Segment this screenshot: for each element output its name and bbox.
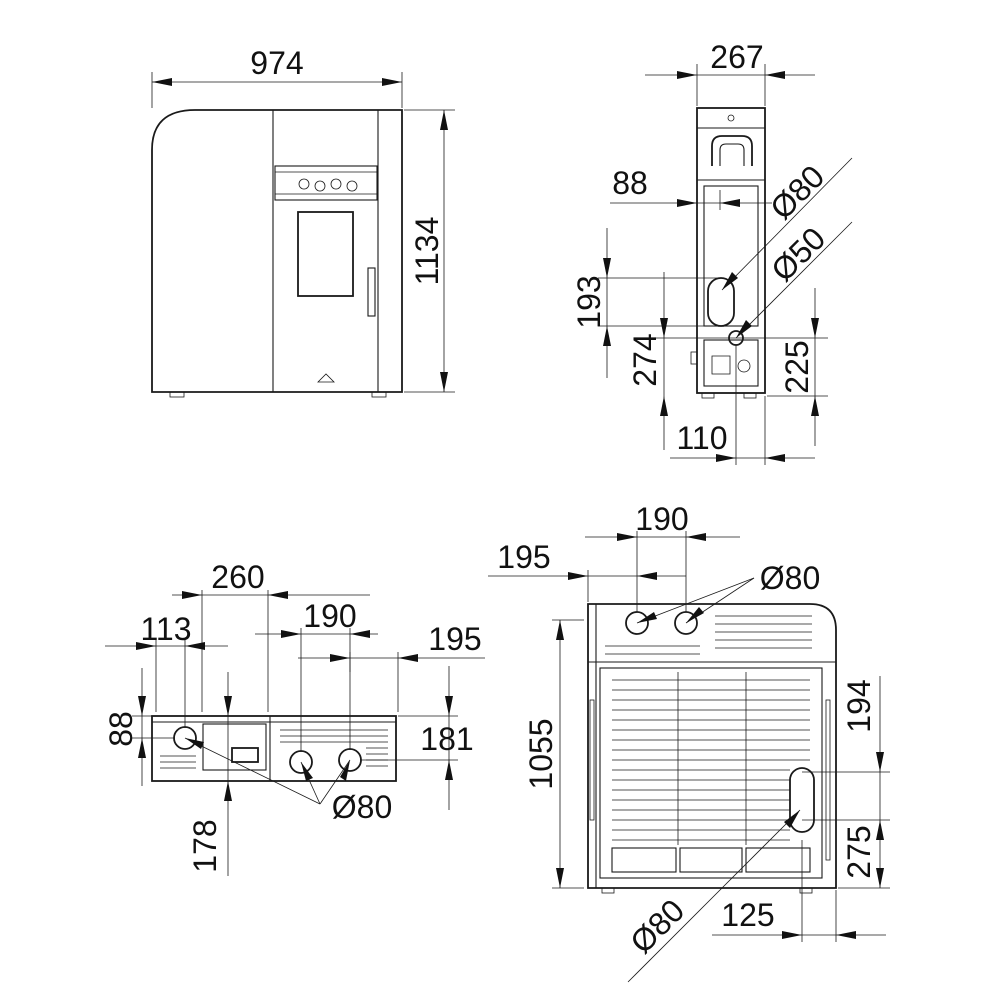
back-125-text: 125 [721,897,774,933]
front-glass-window [297,211,354,297]
back-194-text: 194 [841,679,877,732]
dim-top-190: 190 [255,598,378,752]
back-195-text: 195 [497,539,550,575]
top-190-text: 190 [303,598,356,634]
side-body-outline [696,107,766,394]
dim-side-dia50: Ø50 [735,220,853,339]
front-body-outline [151,109,403,393]
dim-back-194: 194 [802,676,890,888]
front-view: 974 1134 [151,45,455,398]
side-dia80-text: Ø80 [763,158,831,226]
dim-top-dia80: Ø80 [184,737,392,825]
dim-top-181: 181 [360,666,474,810]
dim-side-193: 193 [571,228,722,378]
top-195-text: 195 [428,621,481,657]
side-274-text: 274 [627,333,663,386]
top-view: 260 113 190 195 [103,559,485,876]
top-260-text: 260 [211,559,264,595]
side-top-handle [711,135,753,166]
side-88-text: 88 [612,165,648,201]
back-component-right [745,847,811,873]
back-dia80-top-text: Ø80 [760,560,820,596]
back-190-text: 190 [635,501,688,537]
front-control-panel [274,165,378,201]
dim-back-190: 190 [585,501,740,612]
dim-top-113: 113 [105,611,228,728]
side-lower-components [703,339,759,387]
back-dia80-bottom-text: Ø80 [623,892,691,960]
dim-side-110: 110 [670,345,815,465]
top-body-outline [151,715,397,782]
front-height-text: 1134 [409,217,445,286]
dim-back-dia80-bottom: Ø80 [623,809,801,983]
dim-back-1055: 1055 [523,619,584,889]
top-dia80-text: Ø80 [332,789,392,825]
dim-side-88: 88 [610,165,772,210]
back-body-outline [587,603,837,889]
side-225-text: 225 [779,340,815,393]
dim-back-dia80-top: Ø80 [636,560,820,624]
dim-side-274: 274 [627,272,740,450]
side-port-80 [707,277,735,327]
top-control-module [202,723,267,771]
back-1055-text: 1055 [523,718,559,789]
dim-top-260: 260 [172,559,370,712]
dim-front-width: 974 [151,45,403,108]
control-knobs [298,178,358,192]
front-handle [367,267,376,317]
front-logo [317,373,335,383]
back-grille-panel [599,667,823,879]
back-275-text: 275 [841,825,877,878]
side-193-text: 193 [571,275,607,328]
back-port-oval [789,767,815,833]
back-grille [612,672,810,845]
dim-back-195: 195 [488,539,686,602]
top-88-text: 88 [103,711,139,747]
dim-top-178: 178 [187,672,232,876]
back-component-mid [679,847,743,873]
top-178-text: 178 [187,819,223,872]
dim-back-125: 125 [712,840,886,942]
side-view: 267 88 Ø80 Ø50 193 [571,39,853,465]
front-width-text: 974 [250,45,303,81]
dim-top-88: 88 [103,668,175,786]
dim-back-275: 275 [802,819,890,889]
back-component-left [611,847,677,873]
dim-side-depth: 267 [645,39,815,106]
side-inner-panel [703,185,759,327]
dim-side-225: 225 [740,288,828,446]
top-113-text: 113 [140,611,191,647]
back-top-vents [605,615,812,655]
top-181-text: 181 [420,721,473,757]
side-depth-text: 267 [710,39,763,75]
dim-top-195: 195 [298,621,485,712]
side-110-text: 110 [676,420,727,456]
dim-front-height: 1134 [404,109,455,393]
side-dia50-text: Ø50 [764,220,832,288]
back-view: 190 195 Ø80 1055 [488,501,890,983]
